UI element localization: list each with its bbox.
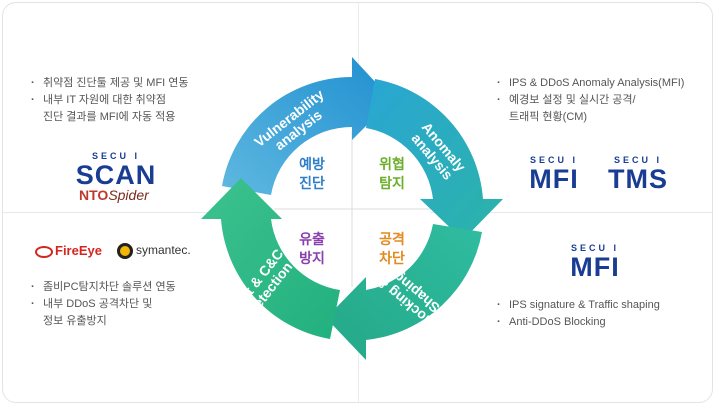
bullet-continuation: 트래픽 현황(CM) <box>509 111 588 123</box>
secui-scan-logo: SECU I SCAN <box>75 151 157 190</box>
bullet-item: 좀비PC탐지차단 솔루션 연동 <box>31 279 176 296</box>
bullet-item: Anti-DDoS Blocking <box>497 314 660 331</box>
bullet-continuation: 진단 결과를 MFI에 자동 적용 <box>43 111 176 123</box>
left-bottom-bullets: 좀비PC탐지차단 솔루션 연동 내부 DDoS 공격차단 및 정보 유출방지 <box>31 279 176 330</box>
bullet-item: 취약점 진단툴 제공 및 MFI 연동 <box>31 75 189 92</box>
ntospider-logo: NTOSpider <box>79 187 149 203</box>
right-top-bullets: IPS & DDoS Anomaly Analysis(MFI) 예경보 설정 … <box>497 75 684 126</box>
arrow-anomaly <box>366 79 503 240</box>
secui-mfi-logo: SECU I MFI <box>529 155 579 194</box>
bullet-item: IPS signature & Traffic shaping <box>497 297 660 314</box>
fireeye-eye-icon <box>35 245 53 258</box>
symantec-check-icon <box>117 243 133 259</box>
bullet-item: IPS & DDoS Anomaly Analysis(MFI) <box>497 75 684 92</box>
bullet-item: 내부 DDoS 공격차단 및 <box>31 296 176 313</box>
arrow-blocking <box>326 224 482 360</box>
arrow-bot-detection <box>201 178 340 339</box>
bullet-item: 내부 IT 자원에 대한 취약점 <box>31 92 189 109</box>
bullet-continuation: 정보 유출방지 <box>43 315 107 327</box>
bullet-item: 예경보 설정 및 실시간 공격/ <box>497 92 684 109</box>
right-bottom-bullets: IPS signature & Traffic shaping Anti-DDo… <box>497 297 660 331</box>
arrow-vulnerability <box>222 57 392 195</box>
fireeye-logo: FireEye <box>35 243 102 258</box>
left-top-bullets: 취약점 진단툴 제공 및 MFI 연동 내부 IT 자원에 대한 취약점 진단 … <box>31 75 189 126</box>
secui-mfi-logo-bottom: SECU I MFI <box>570 243 620 282</box>
symantec-logo: symantec. <box>117 243 191 259</box>
secui-tms-logo: SECU I TMS <box>608 155 668 194</box>
